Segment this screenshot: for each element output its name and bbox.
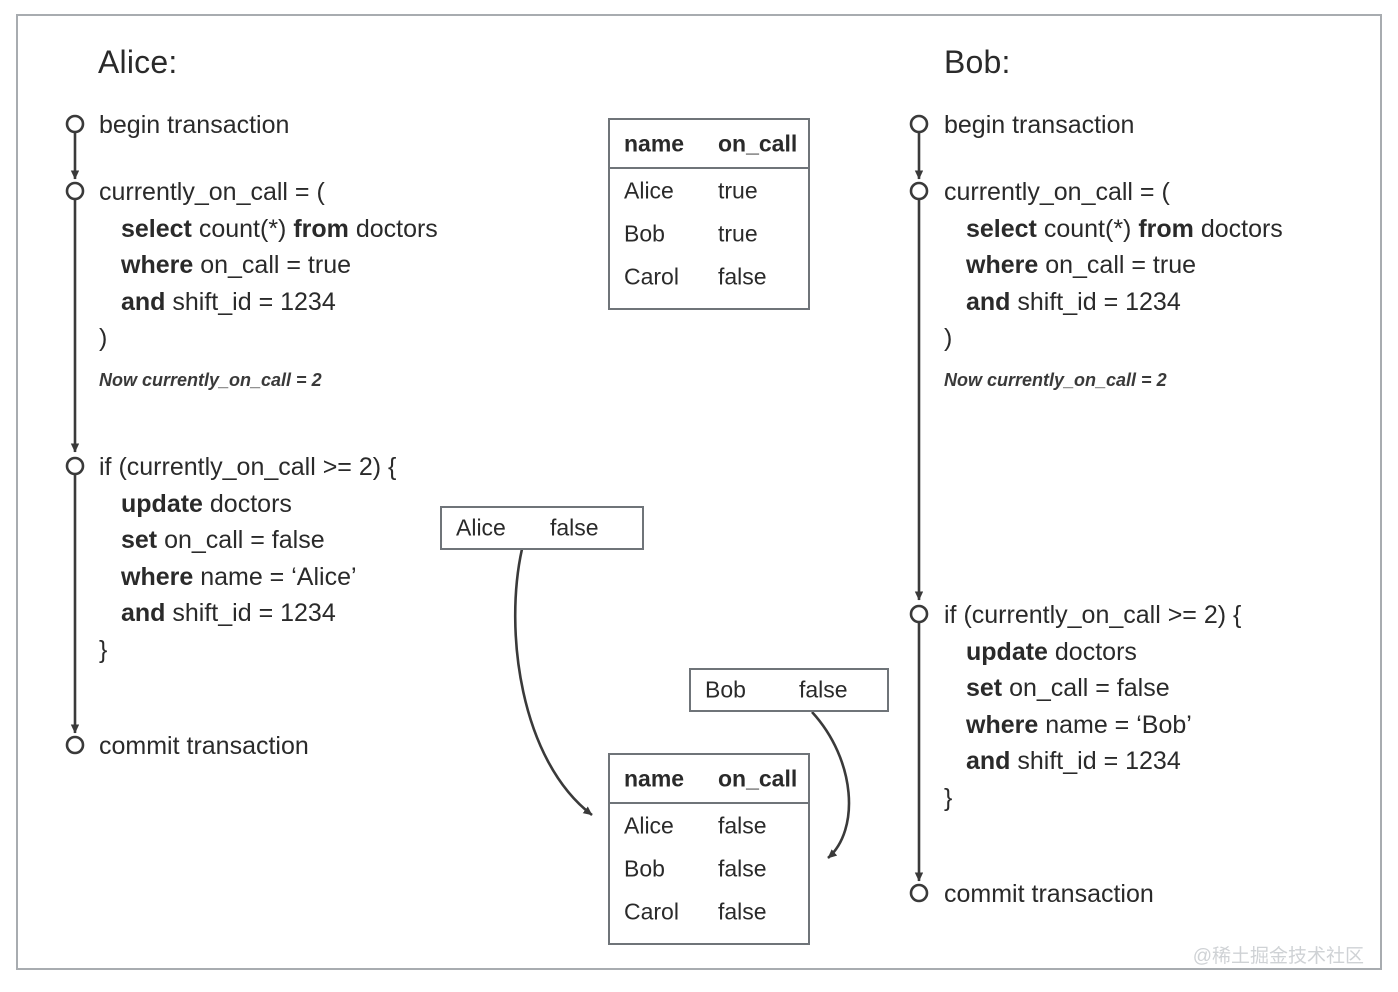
bob-column-title: Bob: — [944, 44, 1011, 80]
bob-step-select-line-2: where on_call = true — [966, 251, 1196, 279]
bob-step-commit-line: commit transaction — [944, 880, 1154, 908]
table-header-row: name on_call — [610, 755, 808, 804]
alice-step-commit-line: commit transaction — [99, 732, 309, 760]
cell-on-call: true — [718, 220, 758, 246]
bob-step-select-line-4: ) — [944, 324, 953, 352]
bob-step-update: if (currently_on_call >= 2) { update doc… — [944, 597, 1241, 816]
cell-name: Carol — [624, 263, 679, 289]
alice-step-update-line-3: where name = ‘Alice’ — [121, 562, 357, 591]
table-header-name: name — [624, 130, 685, 156]
table-row: Carol false — [610, 890, 808, 933]
bob-step-update-line-0: if (currently_on_call >= 2) { — [944, 601, 1242, 629]
cell-on-call: true — [718, 177, 758, 203]
cell-on-call: false — [718, 855, 767, 881]
cell-on-call: false — [718, 898, 767, 924]
alice-write-message: Alice false — [440, 506, 644, 550]
alice-step-select-line-2: where on_call = true — [121, 251, 351, 279]
bob-step-update-line-4: and shift_id = 1234 — [966, 747, 1181, 775]
table-bottom-pad — [610, 298, 808, 308]
alice-select-note: Now currently_on_call = 2 — [99, 370, 322, 390]
bob-step-update-line-2: set on_call = false — [966, 674, 1170, 702]
table-header-on-call: on_call — [718, 130, 798, 156]
table-row: Carol false — [610, 255, 808, 298]
alice-step-select-line-3: and shift_id = 1234 — [121, 287, 336, 316]
bob-step-begin: begin transaction — [944, 107, 1134, 144]
table-header-on-call: on_call — [718, 765, 798, 791]
cell-name: Alice — [624, 812, 674, 838]
alice-step-update-line-1: update doctors — [121, 489, 292, 518]
alice-write-value: false — [550, 514, 599, 541]
bob-select-note: Now currently_on_call = 2 — [944, 370, 1167, 390]
bob-step-select: currently_on_call = ( select count(*) fr… — [944, 174, 1283, 357]
bob-step-update-line-1: update doctors — [966, 637, 1137, 666]
alice-step-begin-line: begin transaction — [99, 111, 290, 139]
bob-write-message: Bob false — [689, 668, 889, 712]
bob-step-begin-line: begin transaction — [944, 111, 1135, 139]
table-bottom-pad — [610, 933, 808, 943]
cell-name: Bob — [624, 220, 665, 246]
cell-on-call: false — [718, 812, 767, 838]
table-row: Bob true — [610, 212, 808, 255]
alice-step-begin: begin transaction — [99, 107, 289, 144]
table-header-row: name on_call — [610, 120, 808, 169]
table-header-name: name — [624, 765, 685, 791]
bob-write-name: Bob — [705, 676, 746, 703]
table-row: Alice true — [610, 169, 808, 212]
bob-step-select-line-1: select count(*) from doctors — [966, 214, 1283, 243]
alice-step-update-line-0: if (currently_on_call >= 2) { — [99, 453, 397, 481]
doctors-table-after: name on_call Alice false Bob false Carol… — [608, 753, 810, 945]
table-row: Alice false — [610, 804, 808, 847]
bob-step-select-line-0: currently_on_call = ( — [944, 178, 1170, 206]
alice-step-select: currently_on_call = ( select count(*) fr… — [99, 174, 438, 357]
cell-name: Alice — [624, 177, 674, 203]
doctors-table-before: name on_call Alice true Bob true Carol f… — [608, 118, 810, 310]
alice-write-name: Alice — [456, 514, 506, 541]
alice-step-select-line-4: ) — [99, 324, 108, 352]
alice-column-title: Alice: — [98, 44, 178, 80]
bob-step-update-line-5: } — [944, 783, 953, 812]
cell-name: Bob — [624, 855, 665, 881]
table-row: Bob false — [610, 847, 808, 890]
alice-step-update-line-2: set on_call = false — [121, 526, 325, 554]
bob-step-update-line-3: where name = ‘Bob’ — [966, 710, 1192, 739]
alice-step-select-line-1: select count(*) from doctors — [121, 214, 438, 243]
bob-step-commit: commit transaction — [944, 876, 1154, 913]
alice-step-update: if (currently_on_call >= 2) { update doc… — [99, 449, 396, 668]
cell-on-call: false — [718, 263, 767, 289]
alice-step-select-line-0: currently_on_call = ( — [99, 178, 325, 206]
alice-step-update-line-5: } — [99, 635, 108, 664]
watermark: @稀土掘金技术社区 — [1192, 946, 1364, 967]
alice-step-commit: commit transaction — [99, 728, 309, 765]
alice-step-update-line-4: and shift_id = 1234 — [121, 599, 336, 627]
bob-write-value: false — [799, 676, 848, 703]
bob-step-select-line-3: and shift_id = 1234 — [966, 287, 1181, 316]
cell-name: Carol — [624, 898, 679, 924]
